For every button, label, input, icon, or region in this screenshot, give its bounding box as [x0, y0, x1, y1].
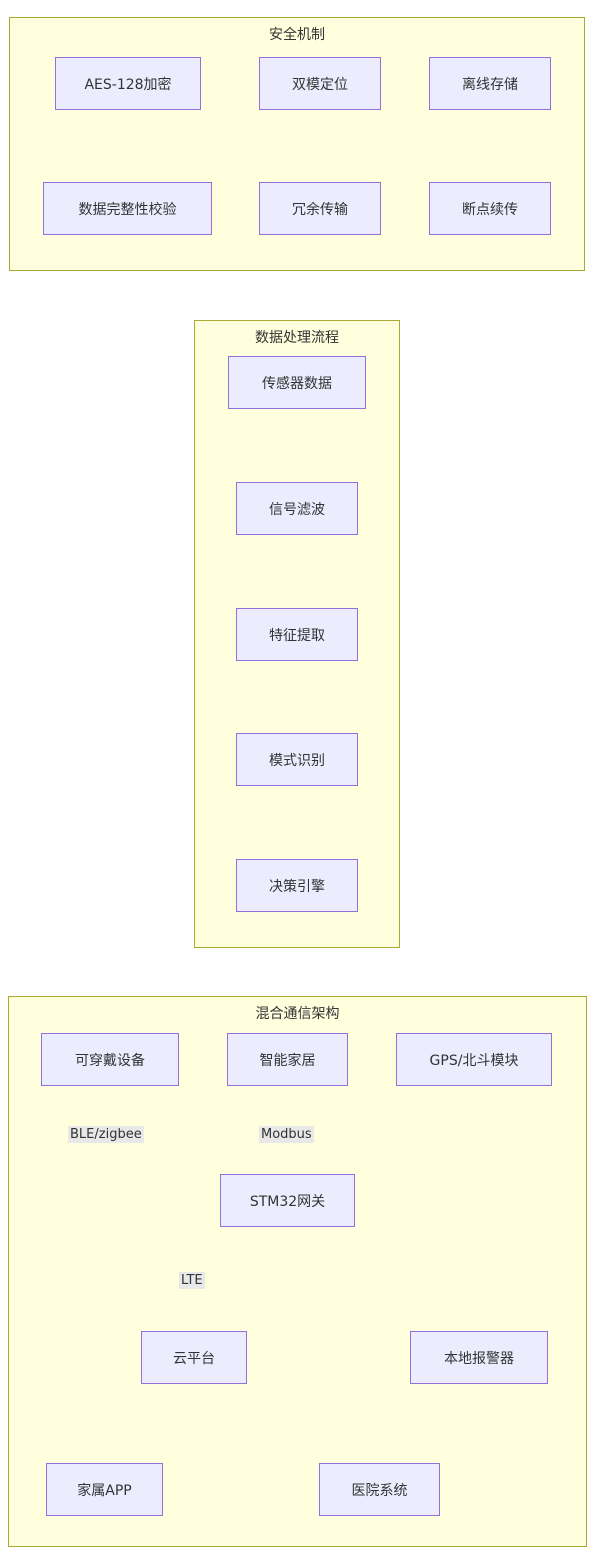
node-family-app[interactable]: 家属APP [46, 1463, 163, 1516]
node-local-alarm[interactable]: 本地报警器 [410, 1331, 548, 1384]
edge-label-ble-zigbee: BLE/zigbee [68, 1126, 144, 1143]
node-dual-mode-positioning[interactable]: 双模定位 [259, 57, 381, 110]
node-sensor-data[interactable]: 传感器数据 [228, 356, 366, 409]
edge-label-modbus: Modbus [259, 1126, 314, 1143]
node-wearable-device[interactable]: 可穿戴设备 [41, 1033, 179, 1086]
comm-cluster: 混合通信架构 [8, 996, 587, 1547]
node-hospital-system[interactable]: 医院系统 [319, 1463, 440, 1516]
node-feature-extraction[interactable]: 特征提取 [236, 608, 358, 661]
node-stm32-gateway[interactable]: STM32网关 [220, 1174, 355, 1227]
security-cluster-title: 安全机制 [269, 27, 325, 43]
node-aes-128[interactable]: AES-128加密 [55, 57, 201, 110]
comm-cluster-title: 混合通信架构 [255, 1006, 340, 1022]
node-offline-storage[interactable]: 离线存储 [429, 57, 551, 110]
edge-label-lte: LTE [179, 1272, 205, 1289]
node-smart-home[interactable]: 智能家居 [227, 1033, 348, 1086]
node-signal-filtering[interactable]: 信号滤波 [236, 482, 358, 535]
node-redundant-transmission[interactable]: 冗余传输 [259, 182, 381, 235]
node-gps-beidou-module[interactable]: GPS/北斗模块 [396, 1033, 552, 1086]
node-pattern-recognition[interactable]: 模式识别 [236, 733, 358, 786]
node-data-integrity-check[interactable]: 数据完整性校验 [43, 182, 212, 235]
processing-cluster-title: 数据处理流程 [255, 330, 339, 346]
node-resume-transfer[interactable]: 断点续传 [429, 182, 551, 235]
node-cloud-platform[interactable]: 云平台 [141, 1331, 247, 1384]
node-decision-engine[interactable]: 决策引擎 [236, 859, 358, 912]
